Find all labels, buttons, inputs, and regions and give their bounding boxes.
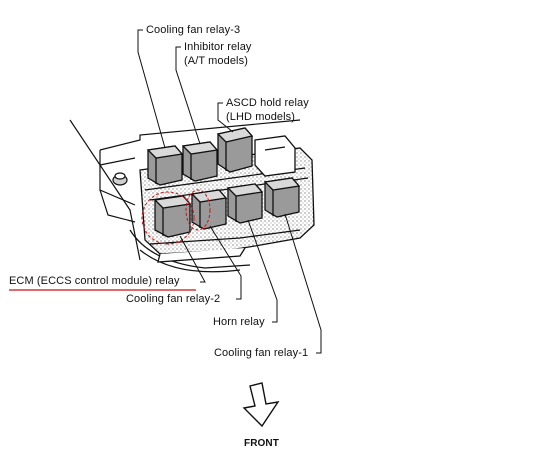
front-arrow-icon [242,382,280,428]
label-ascd-hold-relay: ASCD hold relay [226,97,309,109]
label-cooling-fan-relay-1: Cooling fan relay-1 [214,347,309,359]
ecm-relay-highlight [141,189,211,245]
relay-ascd-hold [216,127,254,173]
relay-cooling-fan-1 [263,177,301,218]
relay-inhibitor [181,141,219,182]
mounting-bolt [112,172,128,186]
label-ascd-hold-relay-note: (LHD models) [226,111,296,123]
label-front: FRONT [244,438,279,449]
label-ecm-relay: ECM (ECCS control module) relay [9,275,180,287]
leader-lines [137,29,322,354]
label-inhibitor-relay-note: (A/T models) [184,55,248,67]
relay-ecm [153,195,192,238]
relay-cooling-fan-2 [190,189,228,230]
label-cooling-fan-relay-3: Cooling fan relay-3 [146,24,241,36]
label-inhibitor-relay: Inhibitor relay [184,41,252,53]
relay-horn [226,183,264,224]
label-horn-relay: Horn relay [213,316,265,328]
label-cooling-fan-relay-2: Cooling fan relay-2 [126,293,221,305]
relay-cooling-fan-3 [146,145,184,186]
